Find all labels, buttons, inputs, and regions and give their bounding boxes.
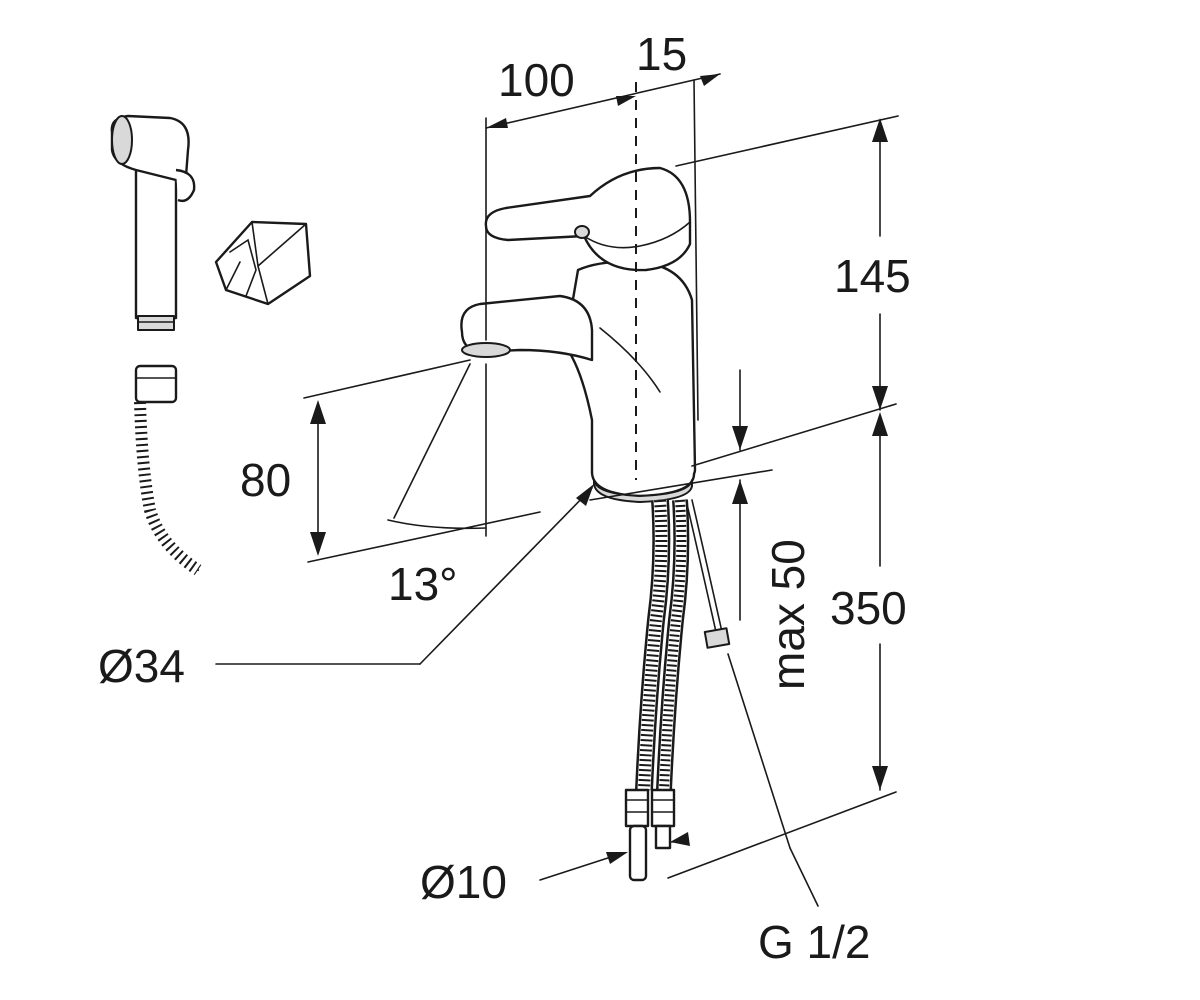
flexible-hose-icon xyxy=(134,364,202,576)
dim-height-upper-label: 145 xyxy=(834,250,911,302)
mixer-tap-icon xyxy=(460,82,731,882)
dim-tube-diameter-label: Ø10 xyxy=(420,856,507,908)
dim-spout-height-label: 80 xyxy=(240,454,291,506)
dim-width-label: 100 xyxy=(498,54,575,106)
dim-max-thickness-label: max 50 xyxy=(762,539,814,690)
dim-height-lower-label: 350 xyxy=(830,582,907,634)
dim-thread-label: G 1/2 xyxy=(758,916,871,968)
dimension-lines xyxy=(215,73,899,907)
dim-offset-label: 15 xyxy=(636,28,687,80)
hand-shower-icon xyxy=(110,114,196,331)
dim-base-diameter-label: Ø34 xyxy=(98,640,185,692)
wall-holder-icon xyxy=(214,220,312,306)
dim-spout-angle-label: 13° xyxy=(388,558,458,610)
